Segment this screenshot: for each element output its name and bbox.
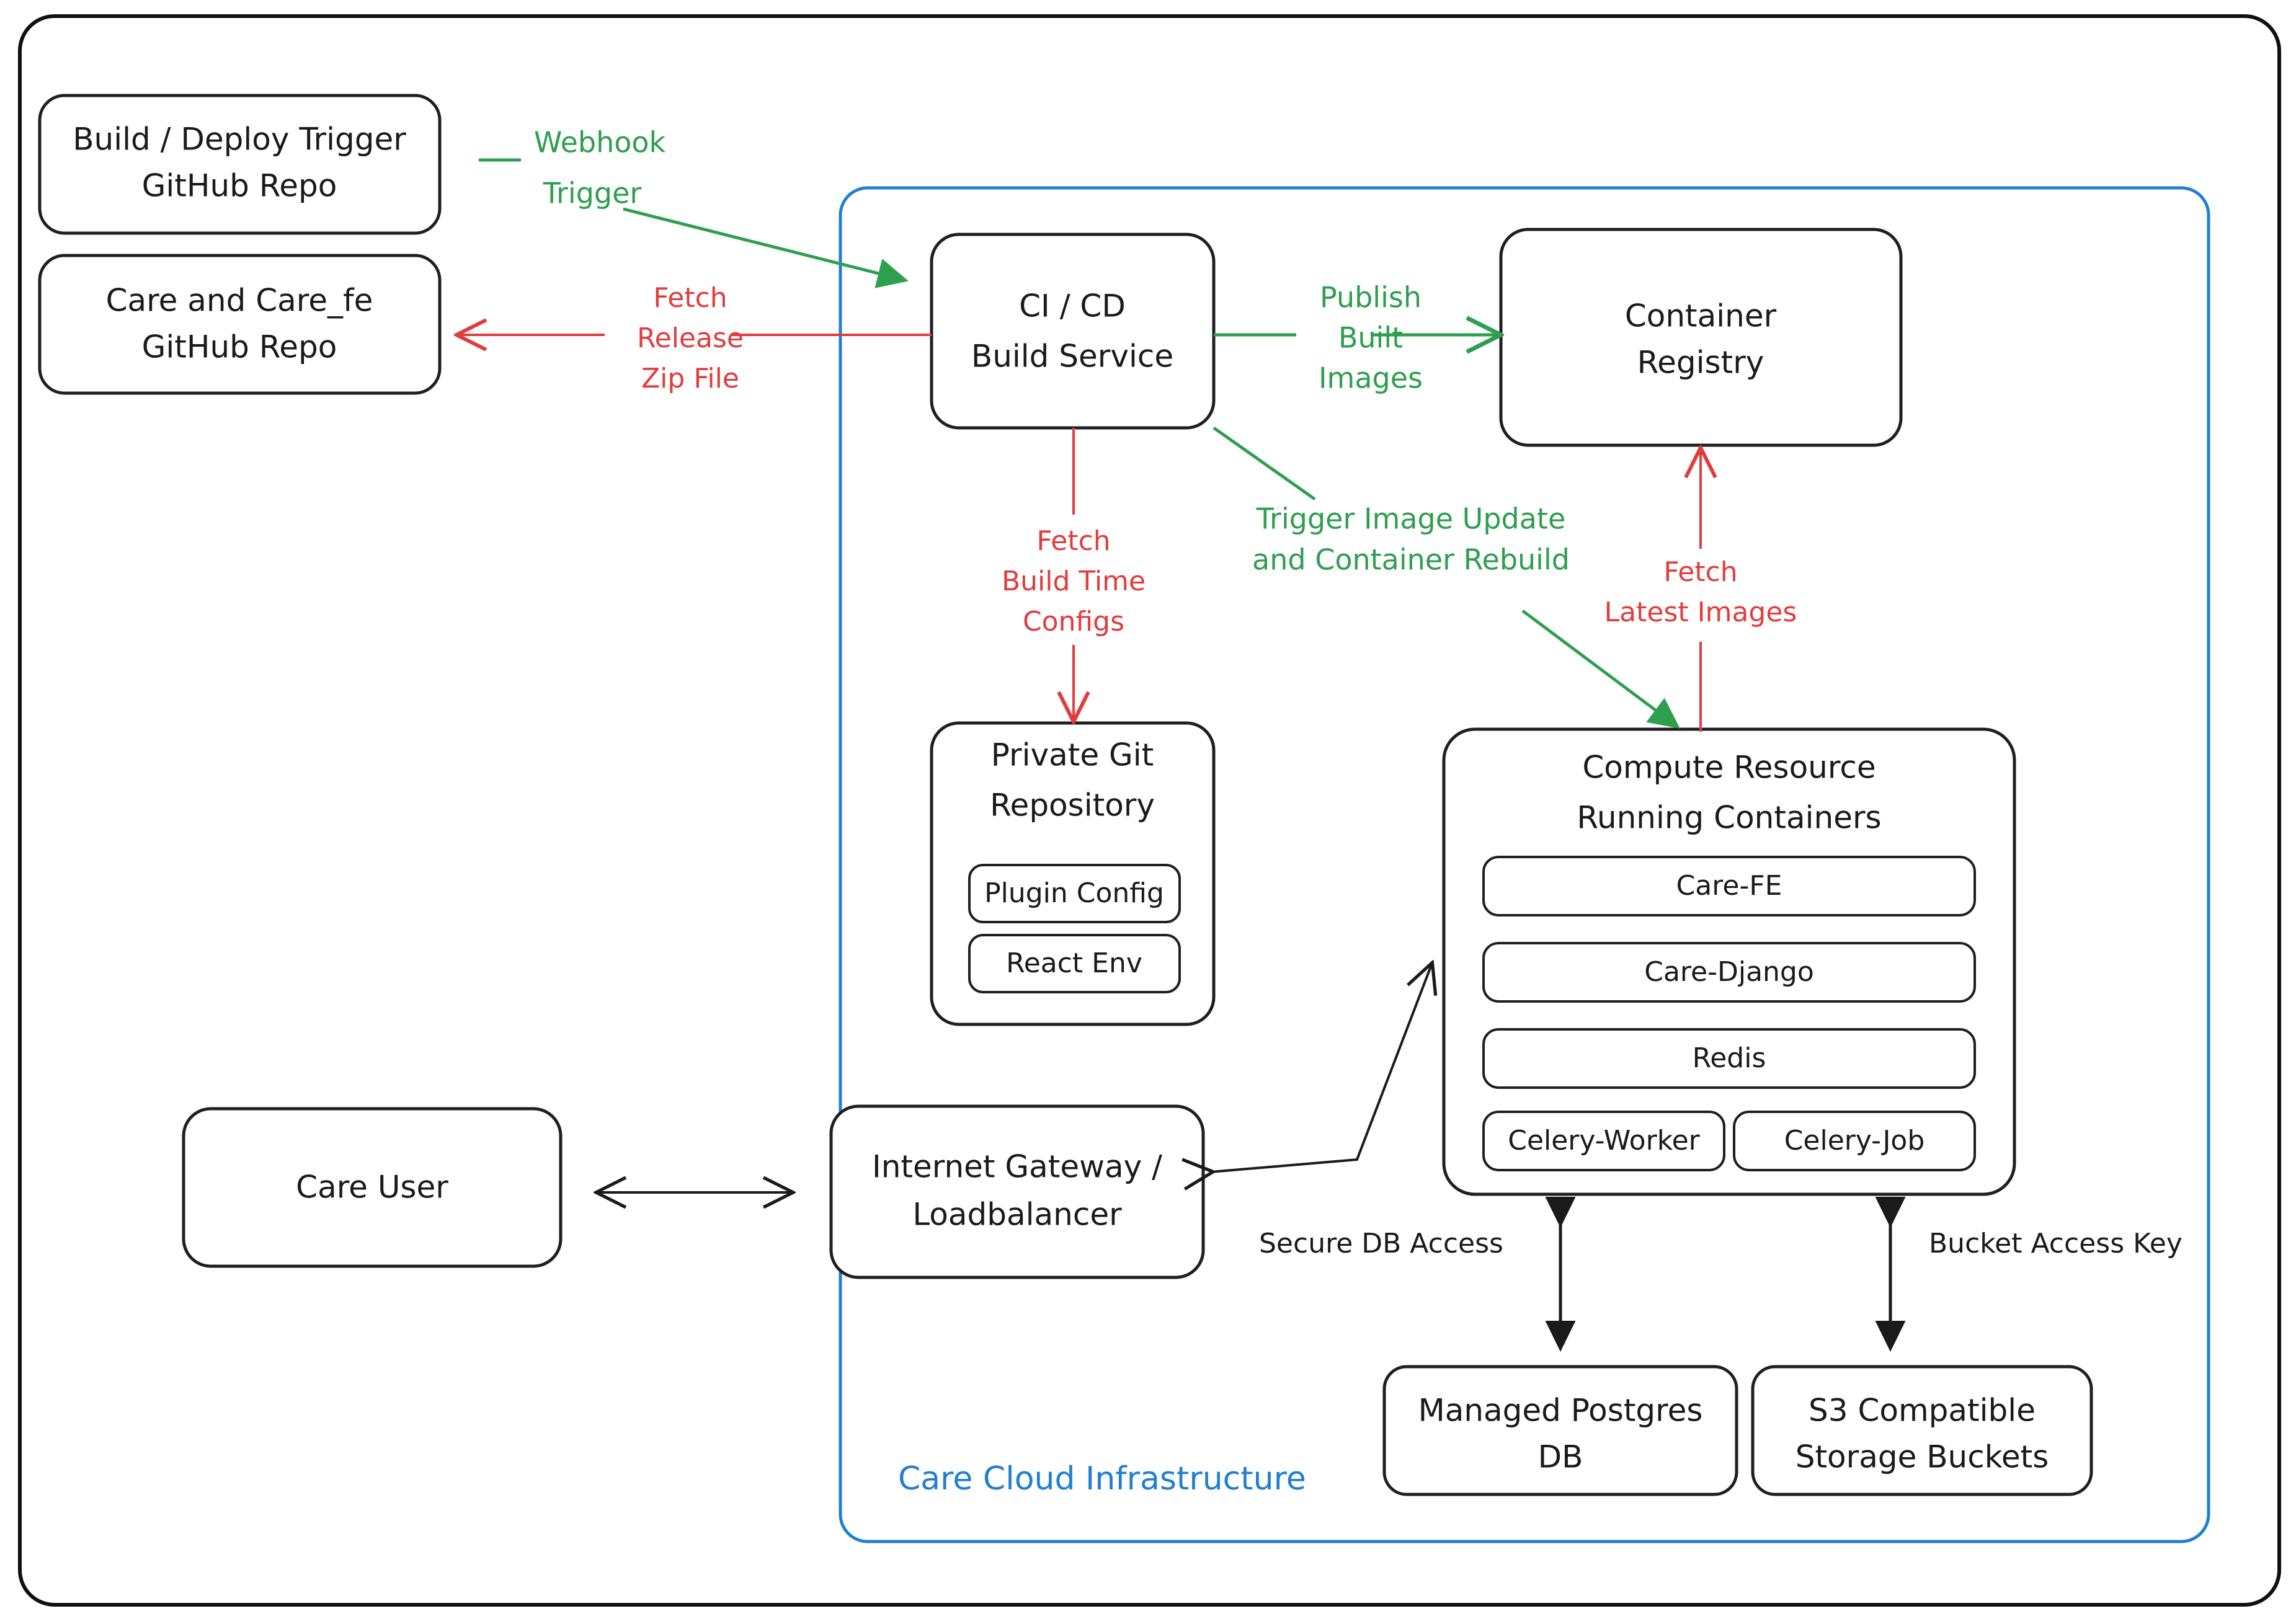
compute-container-redis-label: Redis <box>1693 1042 1766 1074</box>
compute-container-care-django-label: Care-Django <box>1644 956 1814 988</box>
fetch-release-zip-label-line2: Release <box>637 322 744 354</box>
edge-trigger-image-update: Trigger Image Update and Container Rebui… <box>1213 426 1681 729</box>
publish-built-images-label-line3: Images <box>1319 362 1423 395</box>
node-container-registry[interactable]: Container Registry <box>1499 228 1903 447</box>
private-git-item-plugin-config-box[interactable] <box>968 864 1181 923</box>
compute-container-celery-worker-box[interactable] <box>1482 1111 1725 1171</box>
care-cloud-infrastructure-boundary <box>839 186 2210 1543</box>
fetch-release-zip-label-line3: Zip File <box>641 363 739 394</box>
node-build-deploy-trigger-repo[interactable]: Build / Deploy Trigger GitHub Repo <box>38 94 442 235</box>
fetch-build-time-configs-label-line2: Build Time <box>1002 566 1146 597</box>
node-compute-resource[interactable]: Compute Resource Running Containers Care… <box>1442 727 2016 1196</box>
care-user-label: Care User <box>296 1169 448 1205</box>
trigger-image-update-label-line2: and Container Rebuild <box>1252 543 1570 577</box>
build-deploy-trigger-repo-label-line2: GitHub Repo <box>142 168 337 204</box>
fetch-release-zip-label-line1: Fetch <box>653 282 727 314</box>
outer-frame <box>18 14 2281 1607</box>
private-git-repository-label-line2: Repository <box>990 788 1155 823</box>
care-user-box[interactable] <box>182 1107 563 1268</box>
compute-resource-label-line2: Running Containers <box>1577 800 1881 836</box>
container-registry-label-line1: Container <box>1625 298 1777 334</box>
s3-storage-buckets-label-line2: Storage Buckets <box>1795 1439 2049 1475</box>
trigger-image-update-label-line1: Trigger Image Update <box>1256 502 1566 536</box>
fetch-latest-images-label-line1: Fetch <box>1663 556 1737 588</box>
care-github-repo-box[interactable] <box>38 254 442 395</box>
edge-bucket-access-key: Bucket Access Key <box>1875 1197 2183 1352</box>
fetch-build-time-configs-label-line1: Fetch <box>1036 525 1110 557</box>
edge-fetch-latest-images: Fetch Latest Images <box>1604 450 1797 732</box>
webhook-trigger-label-line2: Trigger <box>543 177 642 210</box>
node-private-git-repository[interactable]: Private Git Repository Plugin Config Rea… <box>930 721 1216 1026</box>
edge-gateway-to-compute <box>1211 965 1431 1172</box>
node-managed-postgres-db[interactable]: Managed Postgres DB <box>1382 1365 1738 1496</box>
compute-container-celery-job-box[interactable] <box>1733 1111 1976 1171</box>
bucket-access-key-label: Bucket Access Key <box>1929 1228 2183 1259</box>
node-s3-storage-buckets[interactable]: S3 Compatible Storage Buckets <box>1751 1365 2093 1496</box>
managed-postgres-db-box[interactable] <box>1382 1365 1738 1496</box>
compute-resource-label-line1: Compute Resource <box>1582 750 1876 786</box>
s3-storage-buckets-box[interactable] <box>1751 1365 2093 1496</box>
fetch-build-time-configs-label-line3: Configs <box>1023 606 1124 637</box>
edge-secure-db-access: Secure DB Access <box>1259 1197 1576 1352</box>
private-git-repository-label-line1: Private Git <box>991 737 1154 773</box>
cicd-build-service-label-line2: Build Service <box>971 339 1173 375</box>
s3-storage-buckets-label-line1: S3 Compatible <box>1809 1393 2036 1429</box>
compute-container-redis-box[interactable] <box>1482 1028 1976 1089</box>
edge-webhook-trigger: Webhook Trigger <box>479 126 909 288</box>
edge-publish-built-images: Publish Built Images <box>1214 281 1498 395</box>
publish-built-images-label-line2: Built <box>1338 321 1403 355</box>
private-git-item-react-env-box[interactable] <box>968 934 1181 993</box>
managed-postgres-db-label-line2: DB <box>1538 1439 1583 1475</box>
internet-gateway-label-line2: Loadbalancer <box>912 1197 1122 1233</box>
node-care-user[interactable]: Care User <box>182 1107 563 1268</box>
private-git-item-plugin-config-label: Plugin Config <box>984 877 1164 909</box>
edge-fetch-release-zip-file: Fetch Release Zip File <box>459 282 932 394</box>
publish-built-images-label-line1: Publish <box>1320 281 1422 314</box>
compute-container-celery-worker-label: Celery-Worker <box>1508 1125 1700 1156</box>
edge-fetch-build-time-configs: Fetch Build Time Configs <box>1002 428 1146 719</box>
fetch-latest-images-label-line2: Latest Images <box>1604 597 1797 628</box>
node-internet-gateway[interactable]: Internet Gateway / Loadbalancer <box>829 1104 1205 1279</box>
private-git-item-react-env-label: React Env <box>1006 947 1142 979</box>
secure-db-access-label: Secure DB Access <box>1259 1228 1503 1259</box>
webhook-trigger-label-line1: Webhook <box>534 126 666 159</box>
container-registry-label-line2: Registry <box>1637 345 1764 381</box>
compute-container-care-fe-label: Care-FE <box>1676 870 1782 902</box>
cicd-build-service-label-line1: CI / CD <box>1019 288 1126 324</box>
build-deploy-trigger-repo-box[interactable] <box>38 94 442 235</box>
node-cicd-build-service[interactable]: CI / CD Build Service <box>930 233 1216 430</box>
compute-container-care-django-box[interactable] <box>1482 942 1976 1003</box>
internet-gateway-box[interactable] <box>829 1104 1205 1279</box>
compute-container-celery-job-label: Celery-Job <box>1784 1125 1925 1156</box>
managed-postgres-db-label-line1: Managed Postgres <box>1418 1393 1703 1429</box>
internet-gateway-label-line1: Internet Gateway / <box>872 1149 1162 1185</box>
care-github-repo-label-line1: Care and Care_fe <box>106 283 373 319</box>
cicd-build-service-box[interactable] <box>930 233 1216 430</box>
care-github-repo-label-line2: GitHub Repo <box>142 329 337 365</box>
compute-container-care-fe-box[interactable] <box>1482 856 1976 916</box>
node-care-github-repo[interactable]: Care and Care_fe GitHub Repo <box>38 254 442 395</box>
build-deploy-trigger-repo-label-line1: Build / Deploy Trigger <box>73 122 406 158</box>
container-registry-box[interactable] <box>1499 228 1903 447</box>
cloud-boundary-label: Care Cloud Infrastructure <box>898 1460 1306 1498</box>
